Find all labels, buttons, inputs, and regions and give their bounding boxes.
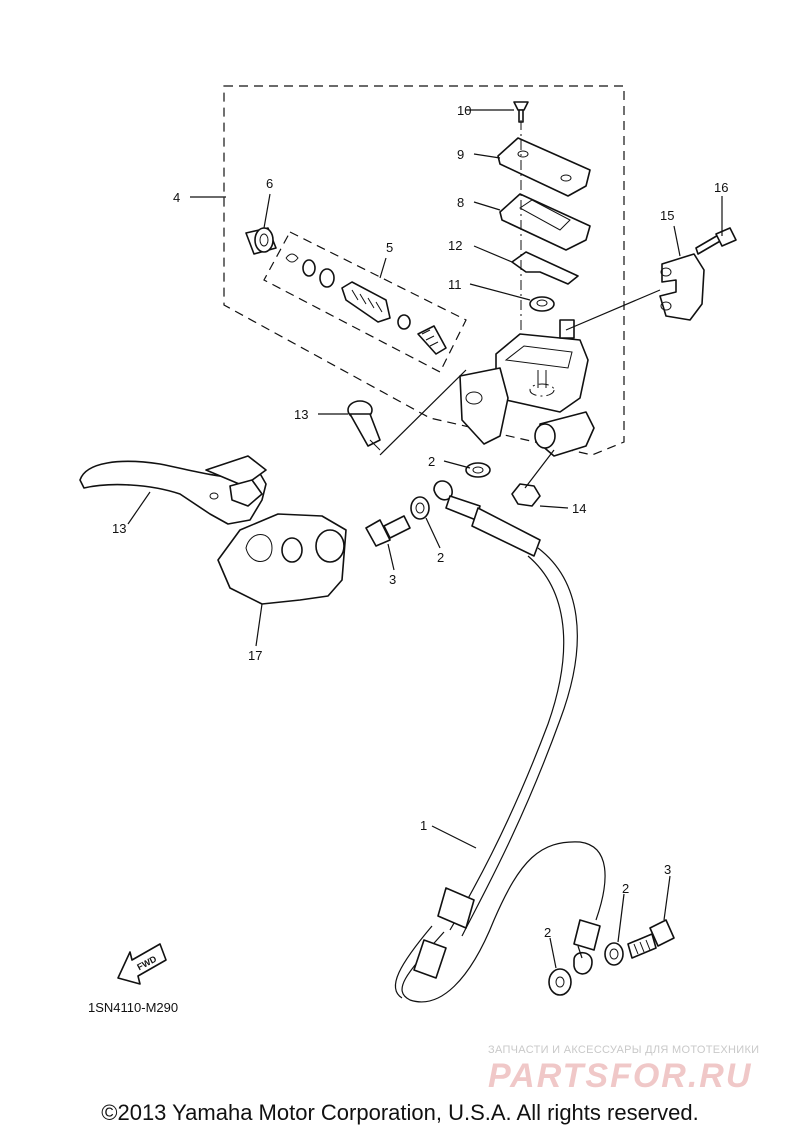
callout-2-reservoir: 2 xyxy=(428,454,435,469)
lever-cover xyxy=(217,513,347,605)
piston-kit xyxy=(285,253,447,355)
brake-lever xyxy=(79,455,267,525)
master-cylinder-body xyxy=(459,319,595,457)
callout-7: 8 xyxy=(457,195,464,210)
copper-washer-upper xyxy=(410,496,430,520)
callout-6: 6 xyxy=(266,176,273,191)
callout-2-lower-left: 2 xyxy=(544,925,551,940)
callout-13: 13 xyxy=(294,407,308,422)
diagram-code: 1SN4110-M290 xyxy=(88,1000,178,1015)
copyright-notice: ©2013 Yamaha Motor Corporation, U.S.A. A… xyxy=(101,1100,699,1125)
callout-1: 1 xyxy=(420,818,427,833)
callout-11: 12 xyxy=(448,238,462,253)
brake-hose xyxy=(394,480,606,1003)
dust-boot xyxy=(245,227,277,255)
copper-washer-reservoir xyxy=(465,462,491,478)
callout-17: 17 xyxy=(248,648,262,663)
callout-2-lower-right: 2 xyxy=(622,881,629,896)
callout-4: 4 xyxy=(173,190,180,205)
copper-washer-lower-left xyxy=(548,968,572,996)
watermark-caption: ЗАПЧАСТИ И АКСЕССУАРЫ ДЛЯ МОТОТЕХНИКИ xyxy=(488,1044,760,1056)
holder-clamp xyxy=(659,253,705,321)
clamp-bolt xyxy=(695,227,737,255)
lock-nut xyxy=(511,483,541,507)
callout-5: 5 xyxy=(386,240,393,255)
cap-screw xyxy=(513,101,529,123)
callout-2-upper: 2 xyxy=(437,550,444,565)
diaphragm xyxy=(499,193,591,251)
union-bolt-upper xyxy=(365,515,411,547)
callout-14: 14 xyxy=(572,501,586,516)
callout-3-upper: 3 xyxy=(389,572,396,587)
callouts: 10 9 8 12 11 5 6 4 15 16 13 2 14 3 2 13 … xyxy=(112,103,728,940)
callout-12: 13 xyxy=(112,521,126,536)
assembly-outline xyxy=(223,85,625,456)
copper-washer-lower-right xyxy=(604,942,624,966)
callout-3-lower: 3 xyxy=(664,862,671,877)
union-bolt-lower xyxy=(627,919,675,959)
callout-15: 15 xyxy=(660,208,674,223)
seal-kit-outline xyxy=(263,231,467,373)
reservoir-washer xyxy=(529,296,555,312)
diaphragm-plate xyxy=(511,251,579,285)
callout-8: 9 xyxy=(457,147,464,162)
reservoir-cap xyxy=(497,137,591,197)
callout-10: 11 xyxy=(448,277,462,292)
fwd-arrow-icon: FWD xyxy=(117,943,167,985)
callout-16: 16 xyxy=(714,180,728,195)
callout-9: 10 xyxy=(457,103,471,118)
pivot-bolt xyxy=(347,400,381,451)
watermark-logo: PARTSFOR.RU xyxy=(488,1057,753,1095)
